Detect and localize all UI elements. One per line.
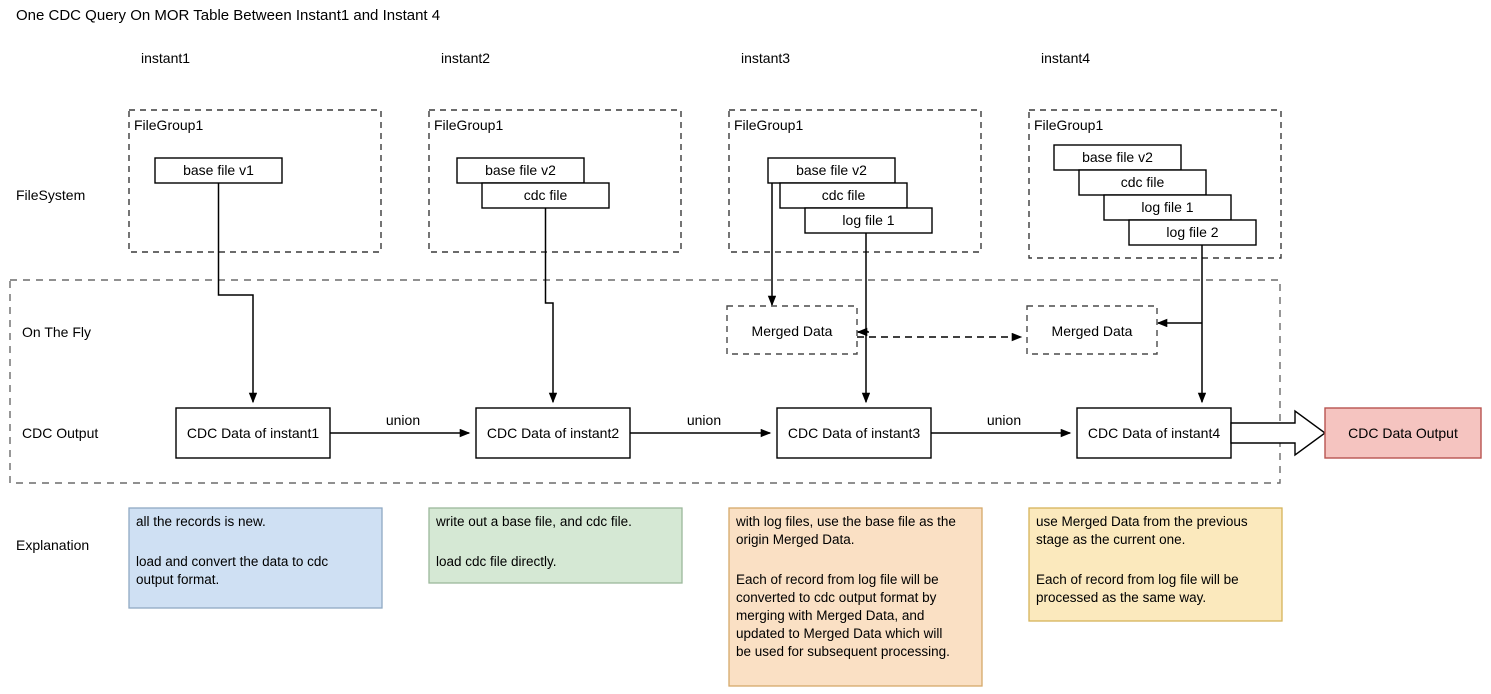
row-label-filesystem: FileSystem — [16, 187, 85, 203]
file-label-instant2-cdc-file: cdc file — [524, 187, 568, 203]
filegroup-label-instant3: FileGroup1 — [734, 117, 803, 133]
file-label-base-file-v1: base file v1 — [183, 162, 254, 178]
explanation-line-2-2: load cdc file directly. — [436, 554, 557, 569]
cdc-data-output-label: CDC Data Output — [1348, 425, 1458, 441]
merged-data-label-1: Merged Data — [752, 323, 833, 339]
union-label-3: union — [987, 412, 1021, 428]
column-header-instant4: instant4 — [1041, 50, 1090, 66]
file-label-instant4-log-file-2: log file 2 — [1166, 224, 1218, 240]
explanation-line-4-3: Each of record from log file will be — [1036, 572, 1239, 587]
file-label-instant3-base-file-v2: base file v2 — [796, 162, 867, 178]
merged-data-box-2[interactable] — [1026, 305, 1158, 355]
explanation-line-3-4: converted to cdc output format by — [736, 590, 937, 605]
file-box-base-file-v1[interactable] — [154, 157, 283, 184]
file-label-instant4-log-file-1: log file 1 — [1141, 199, 1193, 215]
row-label-on-the-fly: On The Fly — [22, 324, 91, 340]
page-title: One CDC Query On MOR Table Between Insta… — [16, 7, 440, 24]
union-label-2: union — [687, 412, 721, 428]
file-box-instant2-base-file-v2[interactable] — [456, 157, 585, 184]
cdc-data-label-instant4: CDC Data of instant4 — [1088, 425, 1220, 441]
merged-data-label-2: Merged Data — [1052, 323, 1133, 339]
cdc-data-box-instant2[interactable] — [475, 407, 631, 459]
explanation-line-4-0: use Merged Data from the previous — [1036, 514, 1248, 529]
explanation-line-3-7: be used for subsequent processing. — [736, 644, 950, 659]
explanation-box-instant1 — [128, 507, 383, 609]
file-box-instant4-log-file-2[interactable] — [1128, 219, 1257, 246]
explanation-box-instant3 — [728, 507, 983, 687]
cdc-data-label-instant2: CDC Data of instant2 — [487, 425, 619, 441]
column-header-instant2: instant2 — [441, 50, 490, 66]
connector-instant1-to-cdc1 — [217, 183, 254, 402]
file-label-instant3-log-file-1: log file 1 — [842, 212, 894, 228]
explanation-line-3-6: updated to Merged Data which will — [736, 626, 942, 641]
cdc-data-label-instant3: CDC Data of instant3 — [788, 425, 920, 441]
file-label-instant4-base-file-v2: base file v2 — [1082, 149, 1153, 165]
filegroup-box-instant3 — [728, 109, 982, 253]
filegroup-box-instant1 — [128, 109, 382, 253]
explanation-line-1-3: output format. — [136, 572, 219, 587]
row-label-cdc-output: CDC Output — [22, 425, 98, 441]
cdc-data-label-instant1: CDC Data of instant1 — [187, 425, 319, 441]
filegroup-box-instant4 — [1028, 109, 1282, 259]
explanation-line-2-0: write out a base file, and cdc file. — [435, 514, 632, 529]
cdc-data-box-instant4[interactable] — [1076, 407, 1232, 459]
row-label-explanation: Explanation — [16, 537, 89, 553]
explanation-line-4-4: processed as the same way. — [1036, 590, 1206, 605]
explanation-line-1-0: all the records is new. — [136, 514, 266, 529]
file-label-instant2-base-file-v2: base file v2 — [485, 162, 556, 178]
filegroup-label-instant1: FileGroup1 — [134, 117, 203, 133]
file-label-instant3-cdc-file: cdc file — [822, 187, 866, 203]
explanation-line-1-2: load and convert the data to cdc — [136, 554, 328, 569]
explanation-line-3-5: merging with Merged Data, and — [736, 608, 924, 623]
union-label-1: union — [386, 412, 420, 428]
filegroup-box-instant2 — [428, 109, 682, 253]
column-header-instant1: instant1 — [141, 50, 190, 66]
pipeline-region — [9, 279, 1281, 484]
cdc-data-output-box[interactable] — [1324, 407, 1482, 459]
explanation-box-instant4 — [1028, 507, 1283, 622]
block-arrow-to-output — [1230, 409, 1327, 457]
column-header-instant3: instant3 — [741, 50, 790, 66]
explanation-line-3-1: origin Merged Data. — [736, 532, 855, 547]
connector-instant2-to-cdc2 — [544, 208, 554, 402]
filegroup-label-instant4: FileGroup1 — [1034, 117, 1103, 133]
file-box-instant3-log-file-1[interactable] — [804, 207, 933, 234]
explanation-line-3-0: with log files, use the base file as the — [735, 514, 956, 529]
explanation-line-3-3: Each of record from log file will be — [736, 572, 939, 587]
merged-data-box-1[interactable] — [726, 305, 858, 355]
file-label-instant4-cdc-file: cdc file — [1121, 174, 1165, 190]
file-box-instant4-base-file-v2[interactable] — [1053, 144, 1182, 171]
explanation-box-instant2 — [428, 507, 683, 584]
explanation-line-4-1: stage as the current one. — [1036, 532, 1185, 547]
filegroup-label-instant2: FileGroup1 — [434, 117, 503, 133]
cdc-data-box-instant3[interactable] — [776, 407, 932, 459]
file-box-instant4-log-file-1[interactable] — [1103, 194, 1232, 221]
cdc-data-box-instant1[interactable] — [175, 407, 331, 459]
file-box-instant2-cdc-file[interactable] — [481, 182, 610, 209]
